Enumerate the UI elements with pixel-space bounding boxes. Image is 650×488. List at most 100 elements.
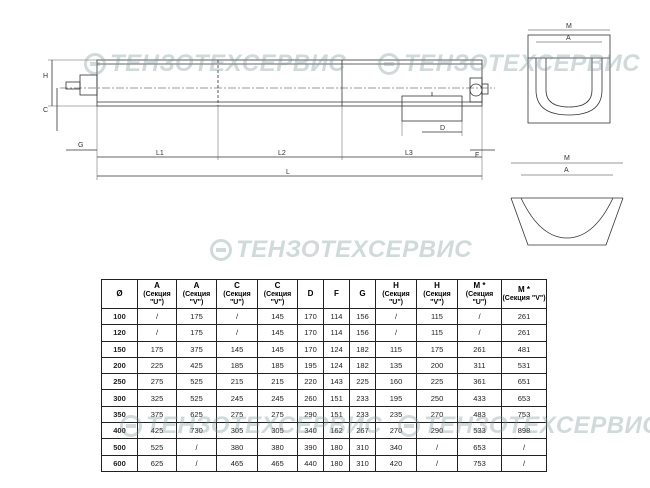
table-header-cell: C(Секция "V") xyxy=(257,279,298,309)
table-cell: 195 xyxy=(297,356,324,375)
table-cell: 143 xyxy=(323,373,350,391)
header-sub-label: (Секция "V") xyxy=(502,294,546,302)
diameter-cell: 120 xyxy=(101,324,138,342)
diameter-cell: 250 xyxy=(101,373,138,391)
watermark: ТЕНЗОТЕХСЕРВИС xyxy=(378,50,640,78)
table-cell: 233 xyxy=(349,389,376,407)
left-flange xyxy=(79,74,98,96)
table-cell: 481 xyxy=(501,340,547,358)
table-cell: 420 xyxy=(375,454,417,472)
v-section-outer xyxy=(510,197,624,246)
table-cell: 195 xyxy=(375,389,417,407)
table-cell: 250 xyxy=(416,389,458,407)
table-cell: 653 xyxy=(501,389,547,407)
header-sub-label: (Секция "V") xyxy=(182,290,211,306)
table-cell: 261 xyxy=(501,324,547,342)
logo-icon xyxy=(84,53,106,75)
table-cell: 380 xyxy=(216,438,258,456)
table-cell: 531 xyxy=(501,356,547,375)
table-cell: / xyxy=(216,324,258,342)
table-cell: 525 xyxy=(176,373,217,391)
table-cell: 653 xyxy=(457,438,502,456)
table-cell: / xyxy=(137,324,177,342)
table-cell: 145 xyxy=(257,340,298,358)
table-cell: 390 xyxy=(297,438,324,456)
table-cell: 124 xyxy=(323,340,350,358)
header-main-label: M * xyxy=(518,285,530,295)
table-cell: 175 xyxy=(137,340,177,358)
table-cell: 433 xyxy=(457,389,502,407)
table-cell: 753 xyxy=(457,454,502,472)
table-cell: 311 xyxy=(457,356,502,375)
table-cell: / xyxy=(216,307,258,326)
v-section-inner xyxy=(520,197,614,239)
dim-label-h: H xyxy=(43,73,48,80)
table-header-cell: C(Секция "U") xyxy=(216,279,258,309)
dim-label-c: C xyxy=(43,107,48,114)
table-cell: / xyxy=(457,307,502,326)
table-cell: 525 xyxy=(176,389,217,407)
header-sub-label: (Секция "V") xyxy=(263,290,292,306)
watermark: ТЕНЗОТЕХСЕРВИС xyxy=(84,50,346,78)
table-cell: 275 xyxy=(137,373,177,391)
table-cell: 310 xyxy=(349,454,376,472)
table-cell: 310 xyxy=(349,438,376,456)
terminal-box xyxy=(401,95,463,122)
table-cell: / xyxy=(176,454,217,472)
table-cell: / xyxy=(137,307,177,326)
diameter-cell: 600 xyxy=(101,454,138,472)
table-cell: 215 xyxy=(216,373,258,391)
table-cell: 180 xyxy=(323,454,350,472)
diameter-cell: 150 xyxy=(101,340,138,358)
table-cell: 151 xyxy=(323,389,350,407)
header-sub-label: (Секция "U") xyxy=(143,290,171,306)
table-cell: 185 xyxy=(216,356,258,375)
table-cell: 114 xyxy=(323,307,350,326)
table-cell: 114 xyxy=(323,324,350,342)
table-cell: 261 xyxy=(457,340,502,358)
left-shaft xyxy=(65,81,81,90)
table-cell: 260 xyxy=(297,389,324,407)
table-cell: 115 xyxy=(375,340,417,358)
table-cell: 170 xyxy=(297,307,324,326)
header-sub-label: (Секция "U") xyxy=(465,290,494,306)
table-cell: 156 xyxy=(349,324,376,342)
table-cell: 200 xyxy=(416,356,458,375)
table-cell: 440 xyxy=(297,454,324,472)
table-cell: 225 xyxy=(416,373,458,391)
table-cell: 325 xyxy=(137,389,177,407)
header-main-label: M * xyxy=(473,281,486,291)
header-main-label: C xyxy=(274,281,281,291)
table-header-cell: A(Секция "V") xyxy=(176,279,217,309)
table-header-cell: Ø xyxy=(101,279,138,309)
table-cell: 375 xyxy=(176,340,217,358)
table-cell: / xyxy=(416,454,458,472)
table-cell: / xyxy=(375,307,417,326)
header-main-label: H xyxy=(393,281,399,291)
header-main-label: D xyxy=(307,289,314,299)
table-header-cell: H(Секция "V") xyxy=(416,279,458,309)
table-cell: / xyxy=(501,454,547,472)
table-cell: 156 xyxy=(349,307,376,326)
u-section-outer xyxy=(535,58,603,116)
table-cell: 215 xyxy=(257,373,298,391)
table-cell: 465 xyxy=(257,454,298,472)
u-section-inner xyxy=(545,58,593,108)
diameter-cell: 500 xyxy=(101,438,138,456)
dim-label-l: L xyxy=(286,169,290,176)
table-cell: 261 xyxy=(501,307,547,326)
header-sub-label: (Секция "U") xyxy=(382,290,410,306)
table-cell: 115 xyxy=(416,324,458,342)
table-cell: 182 xyxy=(349,340,376,358)
diameter-cell: 300 xyxy=(101,389,138,407)
